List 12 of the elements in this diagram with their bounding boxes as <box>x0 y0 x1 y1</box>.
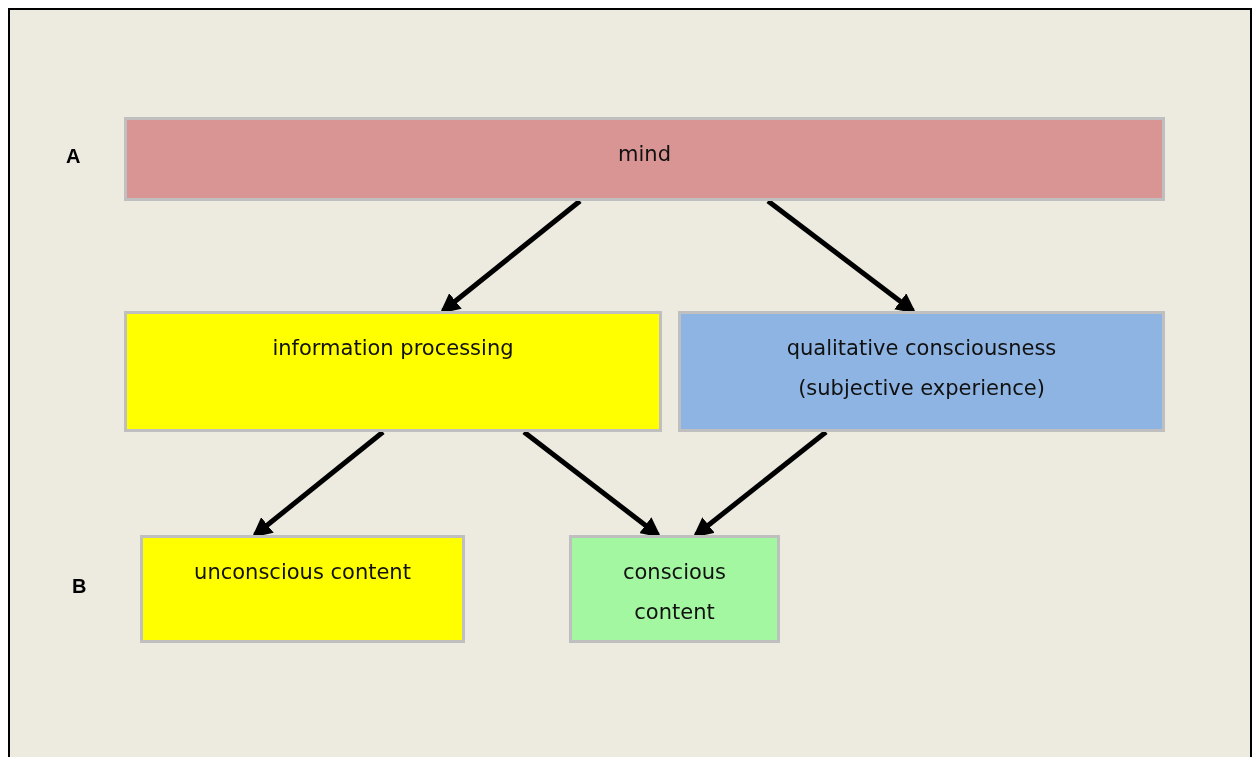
box-label: conscious content <box>621 559 728 626</box>
concept-box <box>140 535 465 643</box>
box-label: qualitative consciousness (subjective experience) <box>785 335 1058 402</box>
concept-box <box>124 311 662 432</box>
concept-box <box>124 117 1165 201</box>
box-label: unconscious content <box>194 559 411 586</box>
concept-box <box>678 311 1165 432</box>
row-letter: A <box>66 145 81 168</box>
concept-box <box>569 535 780 643</box>
box-label: mind <box>618 141 671 168</box>
box-label: information processing <box>272 335 514 362</box>
row-letter: B <box>72 575 87 598</box>
